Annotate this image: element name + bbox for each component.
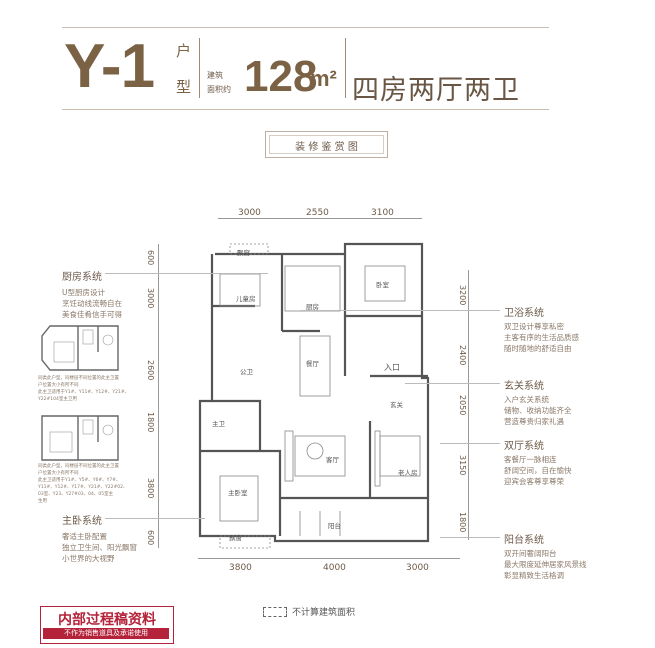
note-foyer-leader xyxy=(405,383,500,384)
note-kitchen-title: 厨房系统 xyxy=(62,272,102,283)
alt-note-1: 同类此户型，同楼层不同位置的此主卫置 户位置大小有所不同 此主卫适用于Y1#、Y… xyxy=(38,376,130,402)
alt-bath-plan-2 xyxy=(41,415,119,461)
note-kitchen: 厨房系统 U型厨房设计 烹饪动线流畅自在 美食佳肴信手可得 xyxy=(62,268,162,320)
left-dim-3: 2600 xyxy=(146,360,155,381)
right-dim-line xyxy=(468,270,469,540)
note-halls-leader xyxy=(440,443,500,444)
area-label-1: 建筑 xyxy=(207,71,223,80)
legend-dashed-box xyxy=(263,607,287,617)
right-dim-5: 1800 xyxy=(458,512,467,533)
right-dim-3: 2050 xyxy=(458,395,467,416)
top-dim-line xyxy=(218,218,422,219)
note-bath-body: 双卫设计尊享私密 主客有序的生活品质感 随时随地的舒适自由 xyxy=(504,322,579,353)
right-dim-2: 2400 xyxy=(458,345,467,366)
note-bath-title: 卫浴系统 xyxy=(504,308,544,319)
top-dim-1: 3000 xyxy=(238,208,261,218)
note-master-body: 奢适主卧配置 独立卫生间、阳光飘窗 小世界的大视野 xyxy=(62,532,137,563)
floor-plan xyxy=(198,242,430,549)
internal-draft-stamp: 内部过程稿资料 不作为销售道具及承诺使用 xyxy=(40,606,174,644)
area-unit: m² xyxy=(310,66,337,91)
room-balcony: 阳台 xyxy=(328,522,341,530)
stamp-title: 内部过程稿资料 xyxy=(58,612,156,628)
room-master-bath: 主卫 xyxy=(212,420,225,428)
bottom-dim-line xyxy=(198,558,460,559)
room-elder: 老人房 xyxy=(398,469,418,477)
left-dim-1: 600 xyxy=(146,250,155,266)
note-balcony-leader xyxy=(440,537,500,538)
note-bath: 卫浴系统 双卫设计尊享私密 主客有序的生活品质感 随时随地的舒适自由 xyxy=(504,304,634,354)
note-halls-title: 双厅系统 xyxy=(504,441,544,452)
stamp-subtitle-bar: 不作为销售道具及承诺使用 xyxy=(43,628,169,639)
room-entrance: 入口 xyxy=(384,363,400,372)
top-dim-3: 3100 xyxy=(371,208,394,218)
note-halls-body: 客餐厅一脉相连 舒阔空间，自在愉快 迎宾会客尊享尊荣 xyxy=(504,455,572,486)
decor-gallery-button-inner xyxy=(269,135,384,154)
left-dim-4: 1800 xyxy=(146,412,155,433)
area-label-2: 面积约 xyxy=(207,85,231,94)
alt-note-2: 同类此户型，同楼层不同位置的此主卫置 户位置大小有所不同 此主卫适用于Y1#、Y… xyxy=(38,464,128,504)
note-halls: 双厅系统 客餐厅一脉相连 舒阔空间，自在愉快 迎宾会客尊享尊荣 xyxy=(504,437,634,487)
legend-text: 不计算建筑面积 xyxy=(292,608,356,618)
header-bottom-rule xyxy=(62,109,549,110)
note-foyer-body: 入户玄关系统 储物、收纳功能齐全 营造尊贵归家礼遇 xyxy=(504,395,572,426)
room-dining: 餐厅 xyxy=(306,360,319,368)
header-divider-2 xyxy=(345,38,346,98)
note-kitchen-body: U型厨房设计 烹饪动线流畅自在 美食佳肴信手可得 xyxy=(62,288,122,319)
room-living: 客厅 xyxy=(326,456,339,464)
right-dim-1: 3200 xyxy=(458,285,467,306)
note-balcony-body: 双开间奢阔阳台 最大限度延伸居家风景线 彰显精致生活格调 xyxy=(504,549,587,580)
bottom-dim-1: 3800 xyxy=(229,563,252,573)
decor-gallery-button[interactable]: 装 修 鉴 赏 图 xyxy=(265,131,388,158)
left-dim-line xyxy=(158,244,159,548)
note-foyer-title: 玄关系统 xyxy=(504,381,544,392)
room-public-bath: 公卫 xyxy=(240,368,253,376)
decor-gallery-button-label: 装 修 鉴 赏 图 xyxy=(295,142,358,153)
bottom-dim-2: 4000 xyxy=(323,563,346,573)
note-balcony-title: 阳台系统 xyxy=(504,535,544,546)
top-dim-2: 2550 xyxy=(306,208,329,218)
room-bay-bottom: 飘窗 xyxy=(229,534,242,542)
note-foyer: 玄关系统 入户玄关系统 储物、收纳功能齐全 营造尊贵归家礼遇 xyxy=(504,377,634,427)
stamp-subtitle: 不作为销售道具及承诺使用 xyxy=(64,629,148,637)
left-dim-6: 600 xyxy=(146,530,155,546)
unit-char-2: 型 xyxy=(176,78,192,96)
unit-char-1: 户 xyxy=(176,42,192,60)
note-bath-leader xyxy=(300,310,500,311)
note-master-leader xyxy=(105,518,205,519)
unit-code: Y-1 xyxy=(64,32,155,101)
note-kitchen-leader xyxy=(105,273,268,274)
header-top-rule xyxy=(62,27,549,28)
room-foyer: 玄关 xyxy=(390,401,403,409)
header-divider-1 xyxy=(199,38,200,98)
room-master-bedroom: 主卧室 xyxy=(228,489,248,497)
alt-bath-plan-1 xyxy=(41,325,119,371)
room-kitchen: 厨房 xyxy=(306,303,319,311)
left-dim-2: 3000 xyxy=(146,288,155,309)
room-kids: 儿童房 xyxy=(236,295,256,303)
room-bay-top: 飘窗 xyxy=(237,249,250,257)
note-master: 主卧系统 奢适主卧配置 独立卫生间、阳光飘窗 小世界的大视野 xyxy=(62,512,162,564)
room-bedroom: 卧室 xyxy=(376,281,389,289)
note-master-title: 主卧系统 xyxy=(62,516,102,527)
note-balcony: 阳台系统 双开间奢阔阳台 最大限度延伸居家风景线 彰显精致生活格调 xyxy=(504,531,644,581)
area-value: 128 xyxy=(244,52,318,101)
bottom-dim-3: 3000 xyxy=(406,563,429,573)
left-dim-5: 3800 xyxy=(146,478,155,499)
right-dim-4: 3150 xyxy=(458,455,467,476)
layout-description: 四房两厅两卫 xyxy=(352,75,520,106)
